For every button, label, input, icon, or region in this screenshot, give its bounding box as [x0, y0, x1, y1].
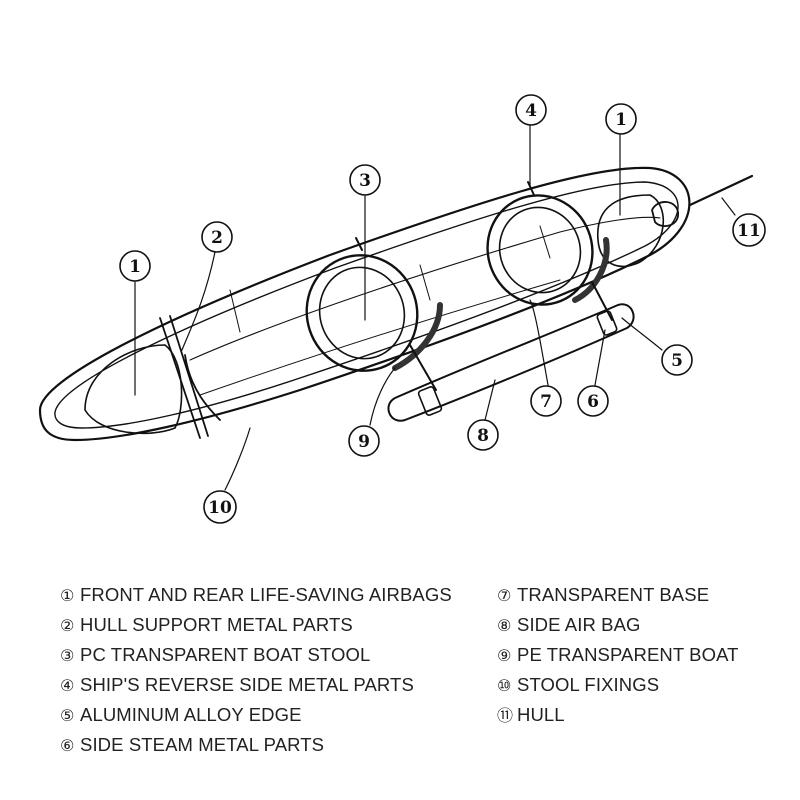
legend-label: SIDE STEAM METAL PARTS [80, 734, 325, 755]
legend-right-column: ⑦ TRANSPARENT BASE ⑧ SIDE AIR BAG ⑨ PE TRAN… [497, 580, 739, 730]
svg-text:8: 8 [477, 426, 489, 446]
legend-item: ④ SHIP'S REVERSE SIDE METAL PARTS [60, 670, 452, 700]
legend-label: ALUMINUM ALLOY EDGE [80, 704, 302, 725]
legend-label: FRONT AND REAR LIFE-SAVING AIRBAGS [80, 584, 452, 605]
callout-3: 3 [349, 164, 381, 196]
legend-item: ⑧ SIDE AIR BAG [497, 610, 739, 640]
legend-label: PC TRANSPARENT BOAT STOOL [80, 644, 371, 665]
kayak-exploded-diagram: 1 2 3 4 1 5 6 7 8 9 10 11 [38, 94, 766, 524]
callout-10: 10 [203, 490, 237, 524]
legend-item: ① FRONT AND REAR LIFE-SAVING AIRBAGS [60, 580, 452, 610]
svg-text:9: 9 [358, 432, 370, 452]
legend-item: ⑥ SIDE STEAM METAL PARTS [60, 730, 452, 760]
callout-4: 4 [515, 94, 547, 126]
svg-text:10: 10 [208, 498, 232, 518]
callout-1-rear: 1 [605, 103, 637, 135]
svg-text:1: 1 [129, 257, 141, 277]
stern-rod [688, 174, 754, 207]
legend-number: ⑥ [60, 736, 75, 755]
callout-5: 5 [661, 344, 693, 376]
legend-label: HULL [517, 704, 565, 725]
svg-text:5: 5 [671, 351, 683, 371]
hull-support-metal [159, 315, 221, 439]
legend-number: ③ [60, 646, 75, 665]
svg-text:7: 7 [540, 392, 552, 412]
rear-airbag [597, 194, 664, 268]
legend-label: PE TRANSPARENT BOAT [517, 644, 739, 665]
callout-2: 2 [201, 221, 233, 253]
callout-9: 9 [348, 425, 380, 457]
svg-text:6: 6 [587, 392, 599, 412]
kayak-hull-outline [38, 166, 691, 442]
legend-item: ⑨ PE TRANSPARENT BOAT [497, 640, 739, 670]
legend-label: SIDE AIR BAG [517, 614, 641, 635]
callout-8: 8 [467, 419, 499, 451]
stool-fixing [355, 181, 613, 391]
boat-stool-1 [305, 254, 419, 372]
legend-number: ④ [60, 676, 75, 695]
svg-text:4: 4 [525, 101, 537, 121]
callout-6: 6 [577, 385, 609, 417]
boat-stool-2 [486, 194, 594, 306]
legend-number: ⑧ [497, 616, 512, 635]
legend-number: ⑪ [497, 706, 514, 725]
legend-label: HULL SUPPORT METAL PARTS [80, 614, 353, 635]
legend-label: STOOL FIXINGS [517, 674, 660, 695]
transparent-base-line [189, 216, 661, 361]
svg-text:1: 1 [615, 110, 627, 130]
legend-label: TRANSPARENT BASE [517, 584, 710, 605]
legend-label: SHIP'S REVERSE SIDE METAL PARTS [80, 674, 414, 695]
svg-text:11: 11 [737, 221, 761, 241]
legend-item: ⑤ ALUMINUM ALLOY EDGE [60, 700, 452, 730]
legend-number: ① [60, 586, 75, 605]
legend-number: ② [60, 616, 75, 635]
legend-item: ③ PC TRANSPARENT BOAT STOOL [60, 640, 452, 670]
callout-11: 11 [732, 213, 766, 247]
svg-text:2: 2 [211, 228, 223, 248]
legend-number: ⑦ [497, 586, 512, 605]
legend-left-column: ① FRONT AND REAR LIFE-SAVING AIRBAGS ② HUL… [60, 580, 452, 760]
legend-item: ⑩ STOOL FIXINGS [497, 670, 739, 700]
aluminum-alloy-edge [651, 201, 679, 227]
legend-item: ⑦ TRANSPARENT BASE [497, 580, 739, 610]
kayak-gunwale [54, 181, 679, 429]
legend-number: ⑨ [497, 646, 512, 665]
legend-number: ⑤ [60, 706, 75, 725]
side-air-bag [387, 303, 635, 422]
legend-number: ⑩ [497, 676, 512, 695]
callout-7: 7 [530, 385, 562, 417]
svg-text:3: 3 [359, 171, 371, 191]
callout-1-front: 1 [119, 250, 151, 282]
legend-item: ② HULL SUPPORT METAL PARTS [60, 610, 452, 640]
